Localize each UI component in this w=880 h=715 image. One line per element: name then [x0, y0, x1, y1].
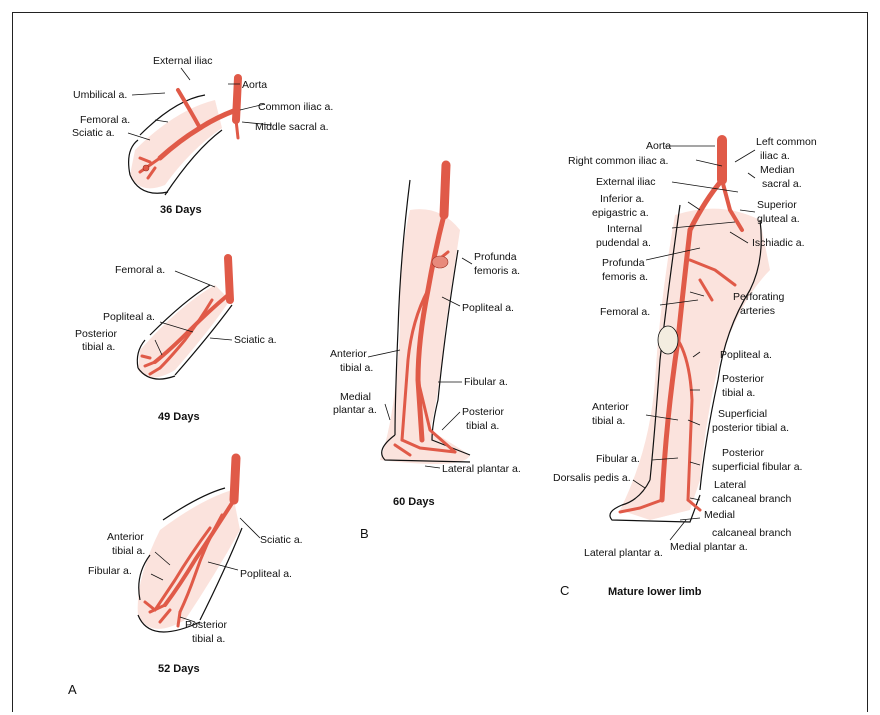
label-posterior: Posterior: [722, 373, 765, 385]
label-epigastric: epigastric a.: [592, 207, 649, 219]
label-gluteal: gluteal a.: [757, 213, 800, 225]
caption-60-days: 60 Days: [393, 496, 435, 508]
panel-letter-a: A: [68, 682, 77, 697]
label-posterior: Posterior: [185, 619, 228, 631]
label-anterior: Anterior: [592, 401, 629, 413]
label-aorta: Aorta: [646, 140, 671, 152]
label-tibial: tibial a.: [340, 362, 373, 374]
label-lateral-calcaneal: calcaneal branch: [712, 493, 792, 505]
label-fibular: Fibular a.: [596, 453, 640, 465]
label-sciatic: Sciatic a.: [260, 534, 303, 546]
stage-60-days: [380, 165, 470, 464]
caption-52-days: 52 Days: [158, 663, 200, 675]
label-posterior-tibial: posterior tibial a.: [712, 422, 789, 434]
label-profunda: Profunda: [602, 257, 645, 269]
label-popliteal: Popliteal a.: [462, 302, 514, 314]
stage-36-days: [129, 78, 238, 195]
label-posterior-2: Posterior: [722, 447, 765, 459]
label-medial: Medial: [704, 509, 735, 521]
label-superior: Superior: [757, 199, 797, 211]
label-femoris: femoris a.: [602, 271, 648, 283]
label-right-common-iliac: Right common iliac a.: [568, 155, 668, 167]
label-femoris: femoris a.: [474, 265, 520, 277]
label-popliteal: Popliteal a.: [720, 349, 772, 361]
panel-letter-c: C: [560, 583, 569, 598]
label-femoral: Femoral a.: [115, 264, 165, 276]
label-plantar: plantar a.: [333, 404, 377, 416]
label-popliteal: Popliteal a.: [103, 311, 155, 323]
label-left-iliac: iliac a.: [760, 150, 790, 162]
label-left-common: Left common: [756, 136, 817, 148]
label-anterior-tibial: tibial a.: [592, 415, 625, 427]
caption-mature: Mature lower limb: [608, 586, 702, 598]
label-median: Median: [760, 164, 795, 176]
panel-letter-b: B: [360, 526, 369, 541]
label-aorta: Aorta: [242, 79, 267, 91]
label-superficial-fibular: superficial fibular a.: [712, 461, 802, 473]
label-tibial: tibial a.: [192, 633, 225, 645]
label-lateral-plantar: Lateral plantar a.: [442, 463, 521, 475]
label-perforating: Perforating: [733, 291, 785, 303]
label-posterior: Posterior: [75, 328, 118, 340]
label-femoral: Femoral a.: [600, 306, 650, 318]
label-lateral: Lateral: [714, 479, 746, 491]
label-medial-plantar: Medial plantar a.: [670, 541, 748, 553]
label-sacral: sacral a.: [762, 178, 802, 190]
label-middle-sacral: Middle sacral a.: [255, 121, 329, 133]
caption-36-days: 36 Days: [160, 204, 202, 216]
label-pudendal: pudendal a.: [596, 237, 651, 249]
label-tibial: tibial a.: [466, 420, 499, 432]
label-sciatic: Sciatic a.: [234, 334, 277, 346]
label-internal: Internal: [607, 223, 642, 235]
label-tibial: tibial a.: [82, 341, 115, 353]
caption-49-days: 49 Days: [158, 411, 200, 423]
label-anterior: Anterior: [107, 531, 144, 543]
label-fibular: Fibular a.: [464, 376, 508, 388]
label-medial-calcaneal: calcaneal branch: [712, 527, 792, 539]
label-tibial: tibial a.: [112, 545, 145, 557]
label-umbilical: Umbilical a.: [73, 89, 127, 101]
label-external-iliac: External iliac: [153, 55, 213, 67]
label-tibial: tibial a.: [722, 387, 755, 399]
label-posterior: Posterior: [462, 406, 505, 418]
label-popliteal: Popliteal a.: [240, 568, 292, 580]
stage-52-days: [138, 458, 242, 632]
label-ischiadic: Ischiadic a.: [752, 237, 805, 249]
label-superficial: Superficial: [718, 408, 767, 420]
label-lateral-plantar: Lateral plantar a.: [584, 547, 663, 559]
label-fibular: Fibular a.: [88, 565, 132, 577]
label-external-iliac: External iliac: [596, 176, 656, 188]
label-inferior: Inferior a.: [600, 193, 644, 205]
label-femoral: Femoral a.: [80, 114, 130, 126]
label-arteries: arteries: [740, 305, 775, 317]
label-common-iliac: Common iliac a.: [258, 101, 333, 113]
label-medial: Medial: [340, 391, 371, 403]
label-anterior: Anterior: [330, 348, 367, 360]
label-profunda: Profunda: [474, 251, 517, 263]
label-dorsalis-pedis: Dorsalis pedis a.: [553, 472, 631, 484]
label-sciatic: Sciatic a.: [72, 127, 115, 139]
